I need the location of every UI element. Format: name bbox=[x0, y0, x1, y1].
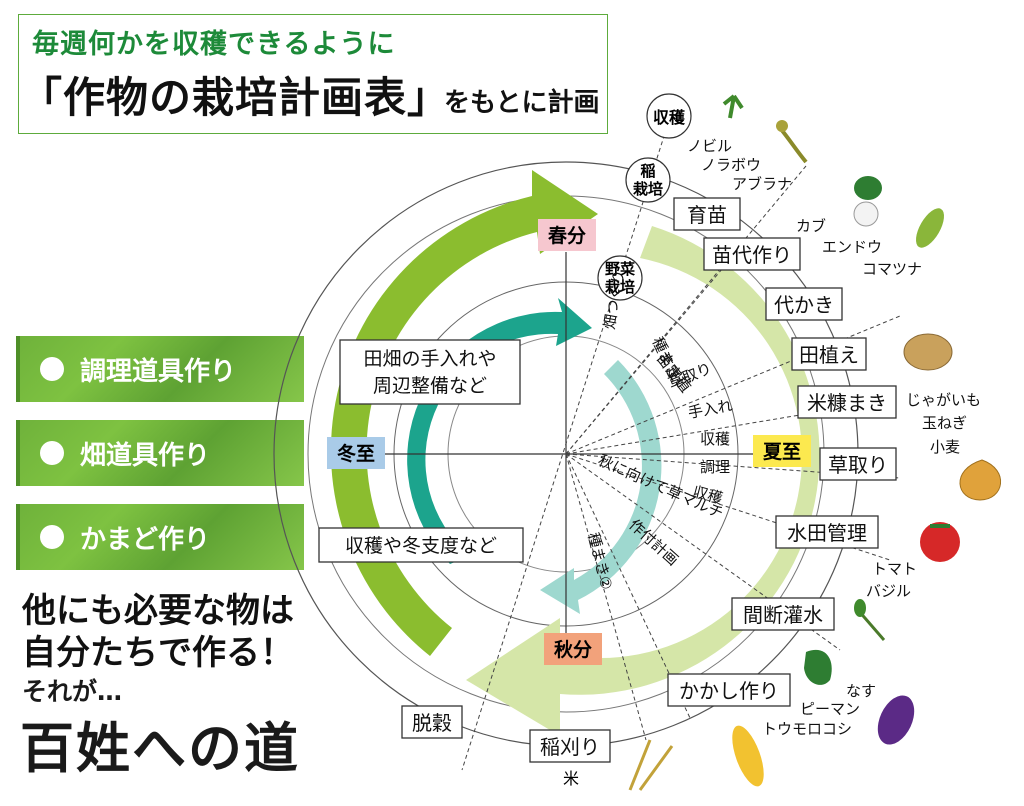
bottom-text-headline: 百姓への道 bbox=[20, 717, 300, 780]
rice-task: 草取り bbox=[828, 453, 888, 477]
bullet-icon bbox=[40, 525, 64, 549]
vegetable-tasks: 畑つくり 種まき 苗定植 草取り 手入れ 収穫 調理 収穫 秋に向けて草マルチ … bbox=[584, 268, 734, 591]
svg-text:野菜: 野菜 bbox=[605, 260, 635, 278]
spring-marker: 春分 bbox=[538, 219, 596, 251]
rice-task: 苗代作り bbox=[712, 243, 792, 267]
svg-text:田畑の手入れや: 田畑の手入れや bbox=[363, 348, 496, 370]
crop-label: アブラナ bbox=[732, 175, 792, 193]
corn-icon bbox=[732, 725, 764, 787]
banner-label: 調理道具作り bbox=[80, 356, 237, 387]
winter-marker: 冬至 bbox=[327, 437, 385, 469]
bottom-text-line3: それが… bbox=[22, 677, 123, 706]
rice-task: 代かき bbox=[774, 293, 834, 317]
rice-task: 稲刈り bbox=[540, 735, 600, 759]
crop-group-2: カブ エンドウ コマツナ bbox=[796, 217, 922, 278]
tomato-icon bbox=[920, 522, 960, 562]
autumn-marker: 秋分 bbox=[544, 633, 602, 665]
peas-icon bbox=[916, 208, 944, 248]
bottom-text-line2: 自分たちで作る！ bbox=[22, 633, 294, 673]
crop-label: トマト bbox=[872, 560, 917, 578]
winter-label: 冬至 bbox=[337, 442, 375, 465]
rice-task: 田植え bbox=[799, 343, 859, 367]
title-line1: 毎週何かを収穫できるように bbox=[32, 29, 396, 60]
svg-text:周辺整備など: 周辺整備など bbox=[373, 375, 487, 397]
rice-task: 育苗 bbox=[687, 203, 727, 227]
fern-icon bbox=[776, 120, 808, 164]
crop-label: 玉ねぎ bbox=[922, 414, 967, 432]
eggplant-icon bbox=[877, 695, 915, 745]
crop-group-5: なす ピーマン トウモロコシ bbox=[762, 682, 876, 738]
rice-task: 米糠まき bbox=[807, 391, 887, 415]
crop-group-1: ノビル ノラボウ アブラナ bbox=[687, 137, 792, 193]
summer-marker: 夏至 bbox=[753, 435, 811, 467]
banner-cooking-tools: 調理道具作り bbox=[16, 336, 304, 402]
vegetable-spring-arrow bbox=[407, 298, 592, 564]
veg-task: 調理 bbox=[700, 458, 730, 476]
winter-spring-arrow bbox=[330, 170, 598, 656]
crop-group-4: トマト バジル bbox=[866, 560, 917, 600]
nobiru-icon bbox=[722, 94, 744, 119]
summer-label: 夏至 bbox=[763, 441, 801, 463]
svg-text:栽培: 栽培 bbox=[605, 278, 635, 296]
harvest-ring-label: 収穫 bbox=[646, 93, 692, 139]
bullet-icon bbox=[40, 441, 64, 465]
harvest-ring-text: 収穫 bbox=[653, 108, 686, 127]
banner-kamado: かまど作り bbox=[16, 504, 304, 570]
crop-label: ノビル bbox=[687, 137, 732, 155]
summer-autumn-arrow bbox=[466, 226, 820, 736]
crop-label: コマツナ bbox=[862, 260, 922, 278]
rice-task-boxes: 育苗 苗代作り 代かき 田植え 米糠まき 草取り 水田管理 間断灌水 かかし作り… bbox=[401, 197, 897, 763]
crop-label: トウモロコシ bbox=[762, 720, 852, 738]
rice-task: 脱穀 bbox=[412, 711, 452, 735]
title-line2-suffix: をもとに計画 bbox=[444, 88, 600, 118]
bullet-icon bbox=[40, 357, 64, 381]
inner-box-bottom-text: 収穫や冬支度など bbox=[345, 535, 497, 557]
spring-label: 春分 bbox=[548, 224, 586, 247]
rice-plant-icon bbox=[628, 739, 674, 791]
inner-box-maintenance: 田畑の手入れや 周辺整備など bbox=[339, 339, 521, 405]
title-box bbox=[18, 14, 608, 134]
veg-task: 手入れ bbox=[687, 396, 734, 422]
vegetable-autumn-arrow bbox=[540, 360, 662, 614]
crop-group-3: じゃがいも 玉ねぎ 小麦 bbox=[906, 391, 981, 456]
rice-output: 米 bbox=[563, 769, 579, 788]
potato-icon bbox=[903, 333, 953, 371]
crop-label: エンドウ bbox=[822, 238, 882, 256]
crop-label: ピーマン bbox=[800, 700, 860, 718]
bottom-text-line1: 他にも必要な物は bbox=[22, 591, 294, 631]
banner-label: かまど作り bbox=[80, 524, 211, 555]
veg-task: 収穫 bbox=[700, 430, 730, 448]
basil-icon bbox=[854, 599, 886, 641]
onion-icon bbox=[959, 459, 1001, 501]
inner-box-harvest-winter: 収穫や冬支度など bbox=[318, 527, 524, 563]
rice-task: 水田管理 bbox=[787, 521, 867, 545]
crop-label: 小麦 bbox=[930, 438, 960, 456]
banner-label: 畑道具作り bbox=[80, 440, 211, 471]
crop-label: じゃがいも bbox=[906, 391, 981, 409]
rice-ring-label: 稲 栽培 bbox=[625, 157, 671, 203]
pepper-icon bbox=[804, 649, 832, 685]
crop-label: カブ bbox=[796, 217, 826, 235]
banner-field-tools: 畑道具作り bbox=[16, 420, 304, 486]
rice-task: 間断灌水 bbox=[743, 603, 823, 627]
crop-label: ノラボウ bbox=[701, 156, 761, 174]
svg-text:稲: 稲 bbox=[640, 162, 655, 180]
title-line2: 「作物の栽培計画表」 bbox=[20, 73, 451, 122]
svg-text:栽培: 栽培 bbox=[633, 180, 663, 198]
crop-label: なす bbox=[846, 682, 876, 700]
crop-label: バジル bbox=[866, 582, 911, 600]
turnip-icon bbox=[853, 176, 882, 227]
vegetable-ring-label: 野菜 栽培 bbox=[597, 255, 643, 301]
rice-task: かかし作り bbox=[679, 679, 779, 703]
autumn-label: 秋分 bbox=[554, 638, 592, 661]
